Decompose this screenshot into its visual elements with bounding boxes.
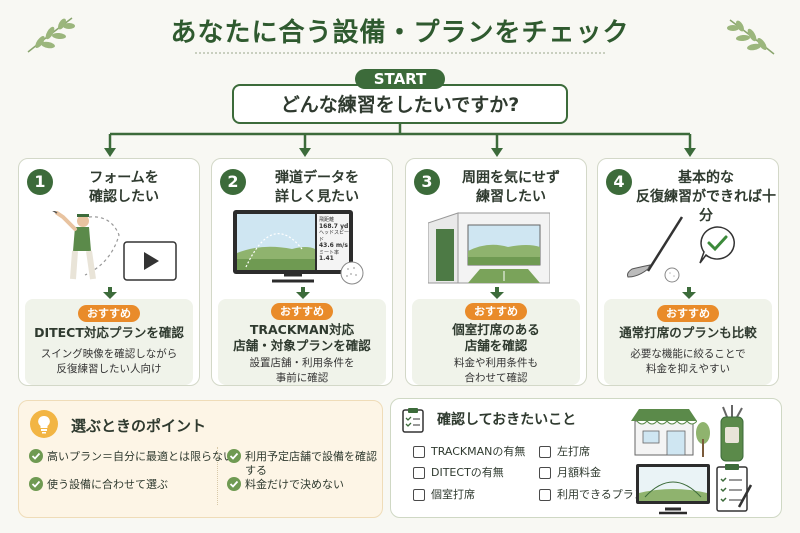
clipboard-icon bbox=[402, 408, 424, 433]
checklist-item: DITECTの有無 bbox=[431, 466, 504, 479]
checklist-title: 確認しておきたいこと bbox=[437, 412, 577, 428]
checklist-panel: 確認しておきたいこと TRACKMANの有無 DITECTの有無 個室打席 左打… bbox=[390, 398, 782, 518]
checkbox[interactable] bbox=[413, 446, 425, 458]
flow-connectors bbox=[104, 124, 696, 157]
point-item: 利用予定店舗で設備を確認する bbox=[245, 450, 377, 477]
option-title: 弾道データを 詳しく見たい bbox=[275, 170, 359, 205]
page-title: あなたに合う設備・プランをチェック bbox=[170, 18, 630, 48]
private-booth-icon bbox=[428, 212, 550, 284]
recommend-badge: おすすめ bbox=[78, 305, 140, 322]
check-circle-icon bbox=[227, 477, 241, 491]
trackman-monitor-icon bbox=[636, 464, 710, 515]
stat-value: 43.6 m/s bbox=[319, 242, 348, 249]
golf-bag-icon bbox=[720, 405, 744, 462]
option-card-private[interactable]: 3 周囲を気にせず 練習したい おすすめ 個室打席のある 店舗を確認 料金や利用… bbox=[405, 158, 587, 386]
recommendation-box: おすすめ DITECT対応プランを確認 スイング映像を確認しながら 反復練習した… bbox=[25, 299, 193, 385]
tree-icon bbox=[696, 422, 710, 457]
check-circle-icon bbox=[29, 449, 43, 463]
option-title: フォームを 確認したい bbox=[89, 170, 159, 205]
monitor-stats: 飛距離 168.7 yd ヘッドスピード 43.6 m/s ミート率 1.41 bbox=[319, 217, 349, 263]
stat-label: 飛距離 bbox=[319, 217, 335, 223]
recommendation-box: おすすめ 通常打席のプランも比較 必要な機能に絞ることで 料金を抑えやすい bbox=[604, 299, 772, 385]
points-title: 選ぶときのポイント bbox=[71, 417, 207, 435]
leaf-sprig-icon bbox=[27, 17, 75, 53]
option-number: 4 bbox=[606, 169, 632, 195]
recommendation-text: 個室打席のある 店舗を確認 bbox=[452, 322, 540, 353]
point-item: 高いプラン＝自分に最適とは限らない bbox=[47, 450, 234, 463]
checklist-item: 左打席 bbox=[557, 445, 590, 458]
trackman-monitor-icon bbox=[233, 210, 353, 283]
checkbox[interactable] bbox=[539, 489, 551, 501]
check-circle-icon bbox=[227, 449, 241, 463]
check-circle-icon bbox=[29, 477, 43, 491]
option-card-form[interactable]: 1 フォームを 確認したい おすすめ DITECT対応プランを確認 スイング映像… bbox=[18, 158, 200, 386]
point-item: 使う設備に合わせて選ぶ bbox=[47, 478, 168, 491]
stat-value: 1.41 bbox=[319, 255, 334, 262]
start-badge: START bbox=[355, 69, 445, 89]
stat-label: ミート率 bbox=[319, 249, 340, 256]
stat-label: ヘッドスピード bbox=[319, 230, 350, 243]
recommendation-description: 料金や利用条件も 合わせて確認 bbox=[454, 357, 538, 384]
down-arrow-icon bbox=[296, 287, 310, 299]
recommendation-description: 必要な機能に絞ることで 料金を抑えやすい bbox=[630, 348, 746, 375]
checklist-item: 個室打席 bbox=[431, 488, 475, 501]
recommendation-box: おすすめ 個室打席のある 店舗を確認 料金や利用条件も 合わせて確認 bbox=[412, 299, 580, 385]
points-panel: 選ぶときのポイント 高いプラン＝自分に最適とは限らない 使う設備に合わせて選ぶ … bbox=[18, 400, 383, 518]
recommend-badge: おすすめ bbox=[465, 303, 527, 320]
check-bubble-icon bbox=[699, 226, 735, 264]
recommendation-description: スイング映像を確認しながら 反復練習したい人向け bbox=[40, 348, 178, 375]
start-question: どんな練習をしたいですか? bbox=[232, 84, 568, 124]
down-arrow-icon bbox=[682, 287, 696, 299]
stat-value: 168.7 yd bbox=[319, 222, 349, 230]
golfer-icon bbox=[52, 211, 120, 280]
checkbox[interactable] bbox=[539, 446, 551, 458]
clipboard-icon bbox=[716, 464, 753, 512]
play-video-icon bbox=[123, 241, 177, 281]
option-number: 3 bbox=[414, 169, 440, 195]
point-item: 料金だけで決めない bbox=[245, 478, 344, 491]
recommendation-text: TRACKMAN対応 店舗・対象プランを確認 bbox=[233, 322, 371, 353]
option-card-trajectory[interactable]: 2 弾道データを 詳しく見たい 飛距離 168.7 yd ヘッドスピード 43.… bbox=[211, 158, 393, 386]
option-number: 1 bbox=[27, 169, 53, 195]
checkbox[interactable] bbox=[539, 467, 551, 479]
checkbox[interactable] bbox=[413, 489, 425, 501]
checklist-item: 月額料金 bbox=[557, 466, 601, 479]
down-arrow-icon bbox=[103, 287, 117, 299]
option-card-basic[interactable]: 4 基本的な 反復練習ができれば十分 おすすめ 通常打席のプランも比較 必要な機… bbox=[597, 158, 779, 386]
lightbulb-icon bbox=[30, 410, 58, 438]
leaf-sprig-icon bbox=[727, 19, 775, 55]
recommendation-description: 設置店舗・利用条件を 事前に確認 bbox=[249, 357, 355, 384]
shop-icon bbox=[631, 409, 697, 456]
checkbox[interactable] bbox=[413, 467, 425, 479]
recommendation-box: おすすめ TRACKMAN対応 店舗・対象プランを確認 設置店舗・利用条件を 事… bbox=[218, 299, 386, 385]
golf-club-icon bbox=[627, 216, 684, 283]
recommendation-text: 通常打席のプランも比較 bbox=[619, 325, 757, 340]
title-divider bbox=[195, 52, 605, 54]
recommend-badge: おすすめ bbox=[271, 303, 333, 320]
recommendation-text: DITECT対応プランを確認 bbox=[34, 325, 184, 340]
option-title: 基本的な 反復練習ができれば十分 bbox=[636, 170, 776, 224]
option-number: 2 bbox=[220, 169, 246, 195]
points-divider bbox=[217, 447, 218, 505]
golf-ball-icon bbox=[340, 261, 364, 285]
recommend-badge: おすすめ bbox=[657, 305, 719, 322]
option-title: 周囲を気にせず 練習したい bbox=[462, 170, 560, 205]
checklist-item: TRACKMANの有無 bbox=[431, 445, 526, 458]
down-arrow-icon bbox=[490, 287, 504, 299]
checklist-item: 利用できるプラン bbox=[557, 488, 645, 501]
